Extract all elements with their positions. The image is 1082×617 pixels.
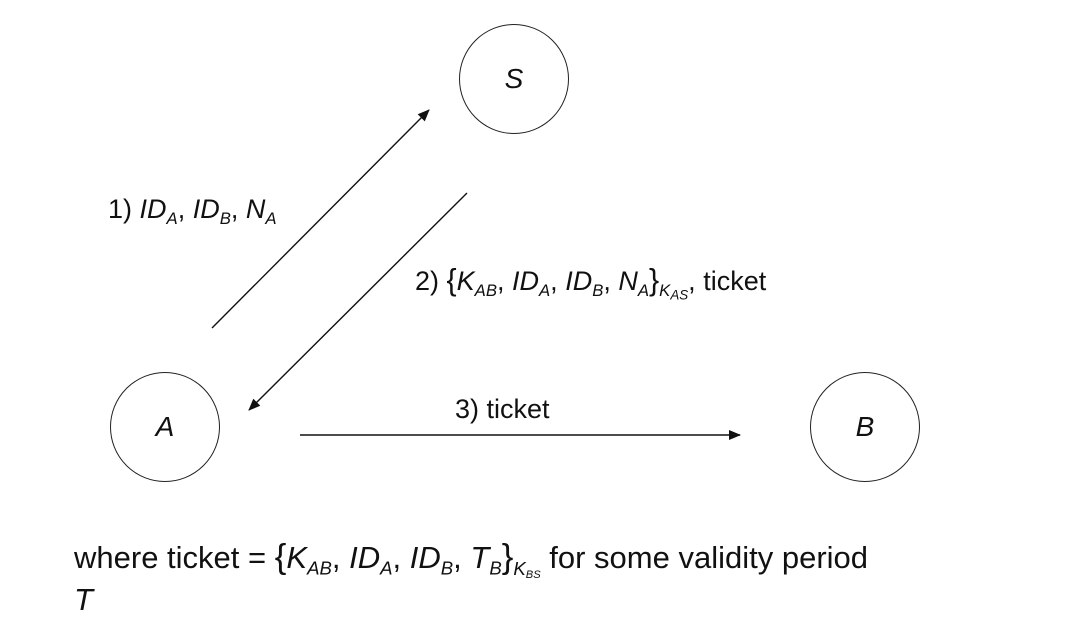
node-s: S [459, 24, 569, 134]
ticket-definition: where ticket = {KAB, IDA, IDB, TB}KBS fo… [74, 538, 869, 581]
message-2-label: 2) {KAB, IDA, IDB, NA}KAS, ticket [415, 264, 767, 303]
message-1-label: 1) IDA, IDB, NA [108, 194, 277, 228]
message-3-label: 3) ticket [455, 394, 550, 424]
node-b-label: B [855, 411, 875, 442]
node-a-label: A [155, 411, 175, 442]
node-a: A [110, 372, 220, 482]
node-b: B [810, 372, 920, 482]
arrow-s-to-a [248, 192, 468, 411]
validity-period-symbol: T [74, 582, 93, 617]
arrows-layer [211, 109, 741, 440]
arrow-a-to-s [211, 109, 430, 329]
node-s-label: S [504, 63, 524, 94]
